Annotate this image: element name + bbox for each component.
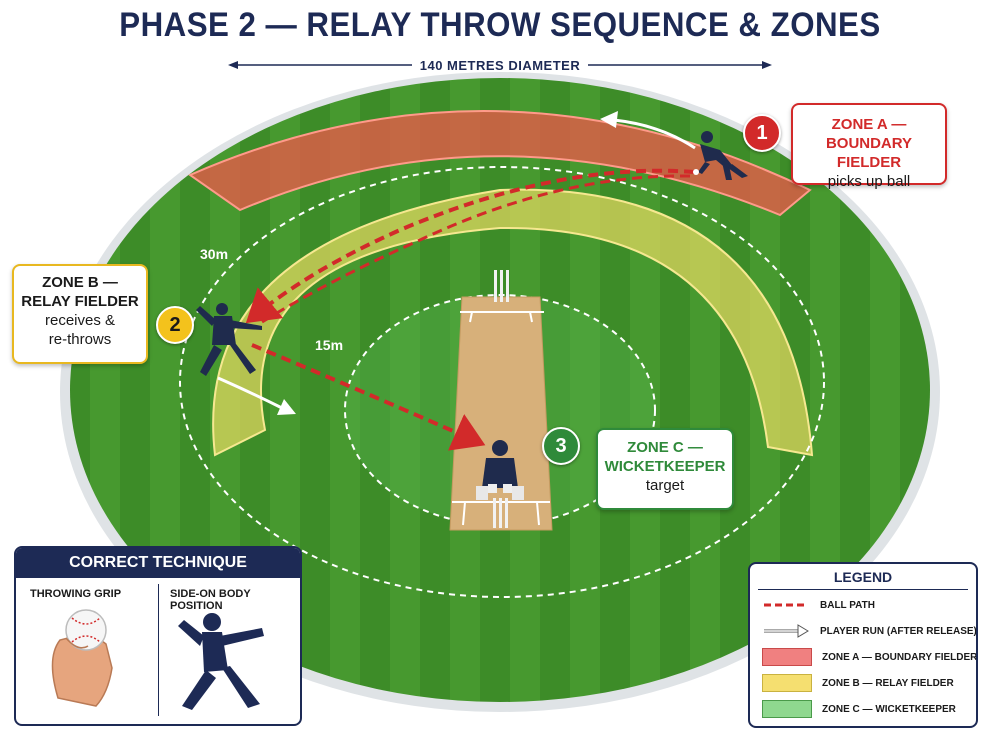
run-arrow-zone-b (217, 376, 296, 415)
zone-b-heading2: RELAY FIELDER (21, 293, 139, 310)
zone-a-band (187, 110, 812, 217)
side-on-label: SIDE-ON BODY POSITION (170, 588, 251, 612)
legend-item-zone-b: ZONE B — RELAY FIELDER (762, 674, 954, 692)
relay-fielder-figure (196, 303, 262, 376)
legend-item-player-run: PLAYER RUN (AFTER RELEASE) (762, 622, 976, 640)
ball-path-a-to-b-lower (261, 174, 691, 324)
zone-c-heading: ZONE C — (627, 439, 703, 456)
legend-panel: LEGEND BALL PATH PLAYER RUN (AFTER RELEA… (748, 562, 978, 728)
thirty-metre-circle (179, 166, 825, 598)
zone-c-heading2: WICKETKEEPER (604, 458, 726, 475)
stumps-bottom-icon (493, 498, 508, 528)
zone-a-heading2: BOUNDARY FIELDER (825, 135, 913, 171)
side-on-body-silhouette-icon (178, 613, 264, 710)
throwing-grip-hand-icon (51, 609, 113, 707)
legend-item-ball-path: BALL PATH (762, 596, 875, 614)
legend-item-zone-a: ZONE A — BOUNDARY FIELDER (762, 648, 976, 666)
zone-c-sub: target (645, 477, 685, 494)
distance-label-30m: 30m (200, 246, 229, 262)
zone-c-callout: ZONE C — WICKETKEEPER target (596, 428, 734, 510)
zone-b-callout: ZONE B — RELAY FIELDER receives & re-thr… (12, 264, 148, 364)
stumps-top-icon (494, 270, 509, 302)
page-title: PHASE 2 — RELAY THROW SEQUENCE & ZONES (119, 6, 881, 44)
legend-heading: LEGEND (833, 569, 893, 585)
pitch (449, 296, 553, 531)
diameter-label: 140 METRES DIAMETER (0, 57, 1000, 75)
zone-a-callout: ZONE A — BOUNDARY FIELDER picks up ball (791, 103, 947, 190)
zone-b-band (212, 188, 814, 457)
zone-b-sub2: re-throws (48, 331, 112, 348)
zone-a-sub: picks up ball (827, 173, 911, 190)
ball-path-a-to-b (245, 168, 695, 324)
dashed-line-icon (764, 603, 808, 607)
zone-c-number-badge: 3 (542, 427, 580, 465)
run-arrow-zone-a (600, 111, 696, 150)
zone-b-heading: ZONE B — (42, 274, 118, 291)
white-arrow-icon (764, 624, 809, 638)
zone-b-sub: receives & (44, 312, 116, 329)
legend-item-zone-c: ZONE C — WICKETKEEPER (762, 700, 956, 718)
boundary-fielder-figure (693, 131, 748, 180)
ball-path-b-to-c (251, 343, 486, 451)
throwing-grip-label: THROWING GRIP (30, 588, 122, 600)
technique-panel: CORRECT TECHNIQUE THROWING GRIP SIDE-ON … (14, 546, 302, 726)
distance-label-15m: 15m (315, 337, 344, 353)
technique-heading: CORRECT TECHNIQUE (16, 548, 300, 578)
zone-b-number-badge: 2 (156, 306, 194, 344)
zone-a-heading: ZONE A — (831, 116, 907, 133)
zone-a-number-badge: 1 (743, 114, 781, 152)
wicketkeeper-figure (476, 440, 524, 500)
